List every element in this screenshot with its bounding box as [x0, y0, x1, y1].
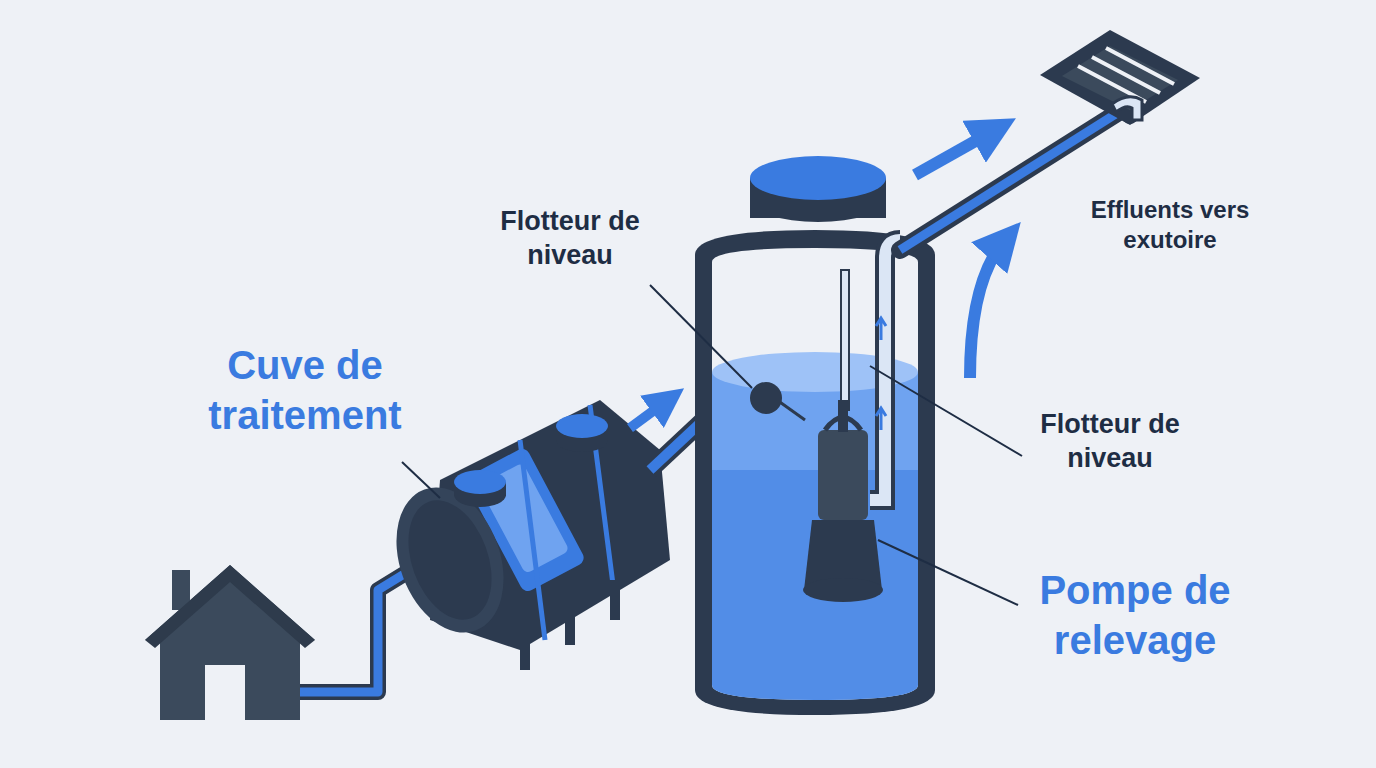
float-label: Flotteur de niveau [455, 205, 685, 273]
house-icon [145, 565, 315, 720]
flow-arrow [915, 130, 995, 175]
outlet-label: Effluents vers exutoire [1050, 195, 1290, 255]
grate [1040, 30, 1200, 125]
float-label: Flotteur de niveau [1000, 408, 1220, 476]
treatment-tank [377, 400, 670, 670]
leader-line [402, 285, 1022, 605]
flow-arrow [630, 400, 668, 428]
float [750, 382, 782, 414]
pump-label: Pompe de relevage [975, 565, 1295, 665]
outlet-pipe [900, 105, 1130, 250]
tank-label: Cuve de traitement [170, 340, 440, 440]
flow-arrow [970, 240, 1005, 378]
lift-station [695, 156, 935, 715]
